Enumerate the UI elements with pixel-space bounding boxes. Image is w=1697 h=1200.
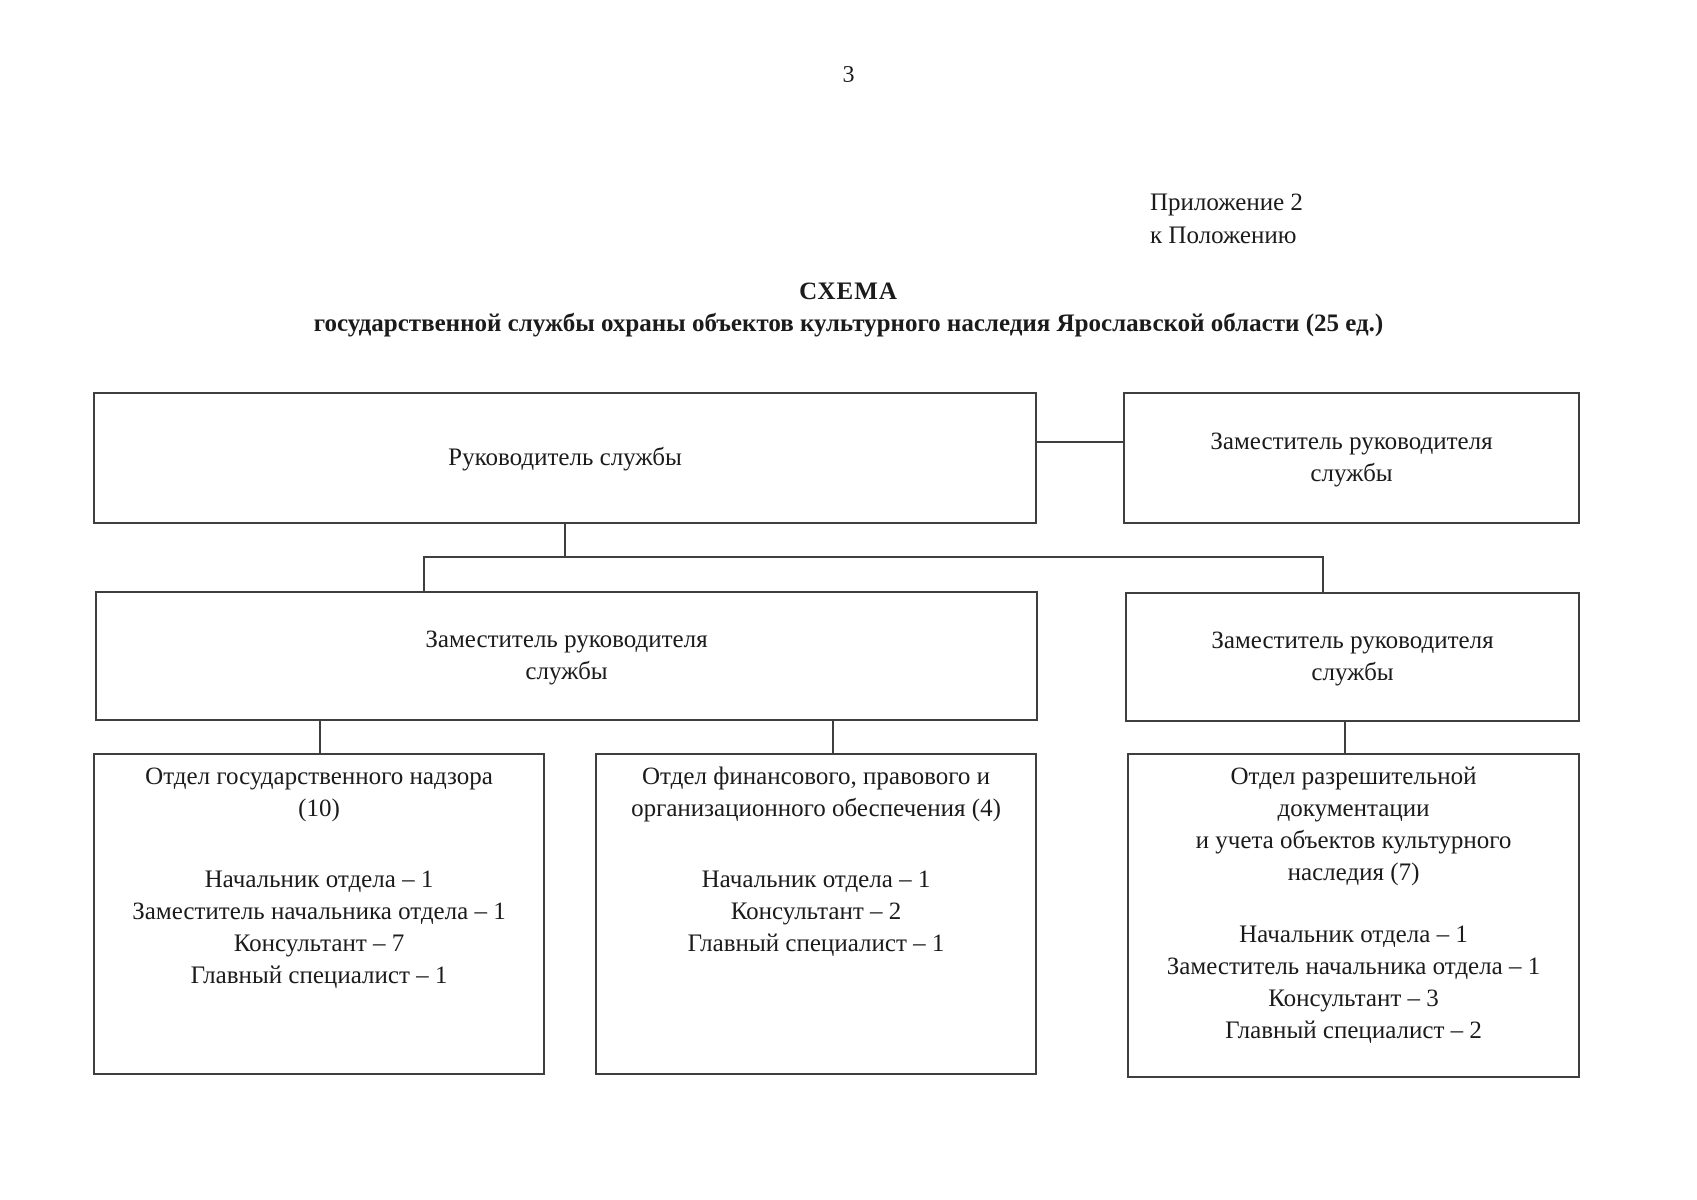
staff-line: Консультант – 7 bbox=[233, 930, 405, 957]
connector-tbar bbox=[423, 556, 1324, 558]
dept-finance-title-line-2: организационного обеспечения (4) bbox=[631, 795, 1001, 822]
dept-permits-title-line-3: и учета объектов культурного bbox=[1195, 827, 1512, 854]
box-deputy-left: Заместитель руководителя службы bbox=[95, 591, 1038, 721]
dept-permits-staff-list: Начальник отдела – 1 Заместитель начальн… bbox=[1129, 919, 1578, 1047]
page-number: 3 bbox=[842, 62, 855, 88]
dept-finance-title: Отдел финансового, правового и организац… bbox=[597, 761, 1035, 825]
appendix-line-2: к Положению bbox=[1150, 222, 1297, 249]
box-head-of-service: Руководитель службы bbox=[93, 392, 1037, 524]
staff-line: Начальник отдела – 1 bbox=[1239, 921, 1468, 948]
dept-supervision-title-line-2: (10) bbox=[298, 795, 340, 822]
box-deputy-top: Заместитель руководителя службы bbox=[1123, 392, 1580, 524]
scheme-title: СХЕМА bbox=[799, 278, 898, 305]
dept-finance-title-line-1: Отдел финансового, правового и bbox=[642, 763, 990, 790]
connector-head-drop bbox=[564, 522, 566, 558]
staff-line: Консультант – 3 bbox=[1268, 985, 1439, 1012]
connector-drop-deputy-right bbox=[1322, 556, 1324, 594]
staff-line: Начальник отдела – 1 bbox=[204, 866, 434, 893]
dept-permits-title: Отдел разрешительной документации и учет… bbox=[1129, 761, 1578, 889]
box-deputy-right-line-2: службы bbox=[1311, 659, 1394, 686]
box-deputy-top-line-1: Заместитель руководителя bbox=[1210, 428, 1493, 455]
connector-drop-deputy-left bbox=[423, 556, 425, 593]
dept-supervision-title: Отдел государственного надзора (10) bbox=[95, 761, 543, 825]
connector-drop-dept-supervision bbox=[319, 719, 321, 755]
staff-line: Заместитель начальника отдела – 1 bbox=[1166, 953, 1541, 980]
box-deputy-left-line-1: Заместитель руководителя bbox=[425, 626, 708, 653]
staff-line: Консультант – 2 bbox=[730, 898, 902, 925]
staff-line: Главный специалист – 1 bbox=[687, 930, 945, 957]
dept-finance-staff-list: Начальник отдела – 1 Консультант – 2 Гла… bbox=[597, 864, 1035, 960]
staff-line: Начальник отдела – 1 bbox=[701, 866, 931, 893]
box-head-label: Руководитель службы bbox=[448, 444, 682, 471]
connector-head-to-deputy-top bbox=[1037, 441, 1123, 443]
connector-drop-dept-permits bbox=[1344, 720, 1346, 755]
box-deputy-right-line-1: Заместитель руководителя bbox=[1211, 627, 1494, 654]
box-dept-permits: Отдел разрешительной документации и учет… bbox=[1127, 753, 1580, 1078]
connector-drop-dept-finance bbox=[832, 719, 834, 755]
staff-line: Главный специалист – 2 bbox=[1225, 1017, 1482, 1044]
box-deputy-right: Заместитель руководителя службы bbox=[1125, 592, 1580, 722]
appendix-note: Приложение 2 к Положению bbox=[1150, 186, 1303, 252]
dept-permits-title-line-4: наследия (7) bbox=[1287, 859, 1420, 886]
box-dept-finance: Отдел финансового, правового и организац… bbox=[595, 753, 1037, 1075]
box-deputy-left-line-2: службы bbox=[525, 658, 608, 685]
staff-line: Главный специалист – 1 bbox=[190, 962, 448, 989]
dept-supervision-title-line-1: Отдел государственного надзора bbox=[145, 763, 493, 790]
dept-supervision-staff-list: Начальник отдела – 1 Заместитель начальн… bbox=[95, 864, 543, 992]
scheme-subtitle: государственной службы охраны объектов к… bbox=[313, 310, 1384, 337]
appendix-line-1: Приложение 2 bbox=[1150, 189, 1303, 216]
box-dept-supervision: Отдел государственного надзора (10) Нача… bbox=[93, 753, 545, 1075]
dept-permits-title-line-1: Отдел разрешительной bbox=[1230, 763, 1477, 790]
box-deputy-top-line-2: службы bbox=[1310, 460, 1393, 487]
dept-permits-title-line-2: документации bbox=[1277, 795, 1430, 822]
staff-line: Заместитель начальника отдела – 1 bbox=[132, 898, 506, 925]
